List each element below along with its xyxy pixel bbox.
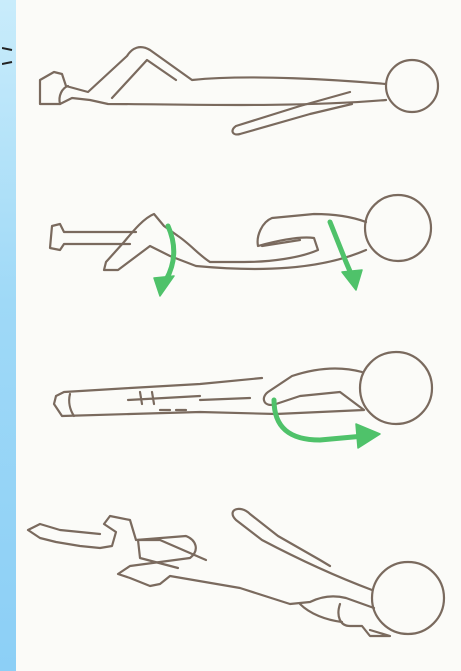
arrow-head [342,270,362,290]
step-2-rotate [50,195,431,270]
head-4 [372,562,444,634]
step-4-push-up [28,509,444,636]
head-3 [360,352,432,424]
arrow-head [154,276,174,296]
arm-1 [233,92,352,134]
body-outline-3 [54,369,364,416]
knee-line-1 [112,60,176,98]
leg-detail-3 [128,392,200,404]
curved-arrow-icon [274,400,380,448]
arrow-knee-down [166,226,174,280]
arrow-roll-side [274,400,364,440]
body-outline-2 [104,214,366,270]
legs-2 [50,224,136,250]
foot-3 [69,394,74,416]
step-1-lying-knees-bent [40,47,438,134]
forearm-4 [300,604,342,622]
head-2 [365,195,431,261]
step-3-roll-to-side [54,352,432,424]
arrow-head [356,424,380,448]
arrow-shoulder-down [330,222,352,276]
leg-line-3 [200,398,250,400]
head-1 [386,60,438,112]
arm-4 [233,509,372,590]
hand-4 [338,604,390,636]
